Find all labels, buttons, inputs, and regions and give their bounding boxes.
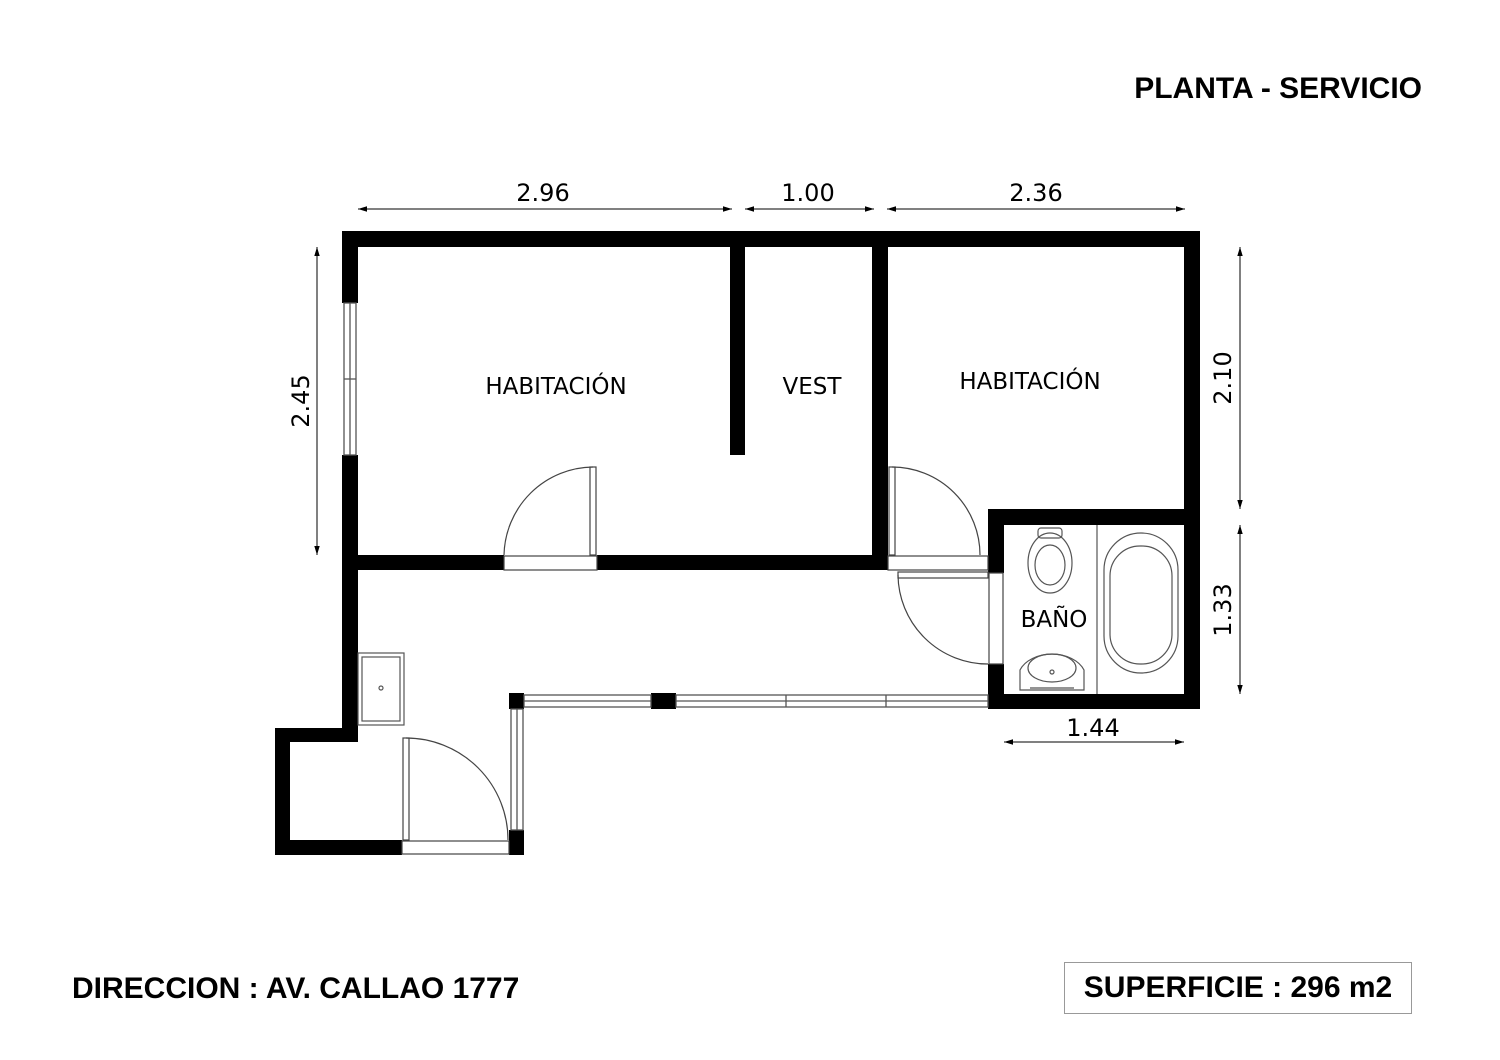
address-label: DIRECCION : AV. CALLAO 1777 bbox=[72, 972, 520, 1005]
dimension-lines bbox=[314, 206, 1243, 745]
door-bedroom-right bbox=[887, 466, 989, 571]
washbasin-icon bbox=[1019, 653, 1085, 691]
sink-icon bbox=[357, 652, 405, 726]
dim-right-lower: 1.33 bbox=[1209, 583, 1237, 636]
room-label-bedroom-right: HABITACIÓN bbox=[959, 367, 1100, 395]
toilet-icon bbox=[1027, 527, 1073, 594]
door-bath bbox=[897, 571, 1004, 665]
fixtures bbox=[357, 525, 1179, 726]
bathtub-icon bbox=[1103, 532, 1179, 674]
dim-right-upper: 2.10 bbox=[1209, 351, 1237, 404]
dim-top-left: 2.96 bbox=[516, 179, 569, 207]
dim-top-mid: 1.00 bbox=[781, 179, 834, 207]
walls bbox=[275, 231, 1200, 855]
plan-title: PLANTA - SERVICIO bbox=[1134, 72, 1422, 105]
room-label-bedroom-left: HABITACIÓN bbox=[485, 372, 626, 400]
dim-bath-width: 1.44 bbox=[1066, 714, 1119, 742]
door-entrance bbox=[401, 737, 510, 855]
dim-left-height: 2.45 bbox=[287, 374, 315, 427]
windows bbox=[343, 302, 989, 831]
area-label: SUPERFICIE : 296 m2 bbox=[1083, 971, 1393, 1004]
area-box: SUPERFICIE : 296 m2 bbox=[1064, 962, 1412, 1014]
room-label-bath: BAÑO bbox=[1021, 605, 1088, 633]
room-label-vest: VEST bbox=[783, 374, 843, 400]
doors bbox=[401, 466, 1004, 855]
dim-top-right: 2.36 bbox=[1009, 179, 1062, 207]
door-bedroom-left bbox=[503, 466, 598, 571]
